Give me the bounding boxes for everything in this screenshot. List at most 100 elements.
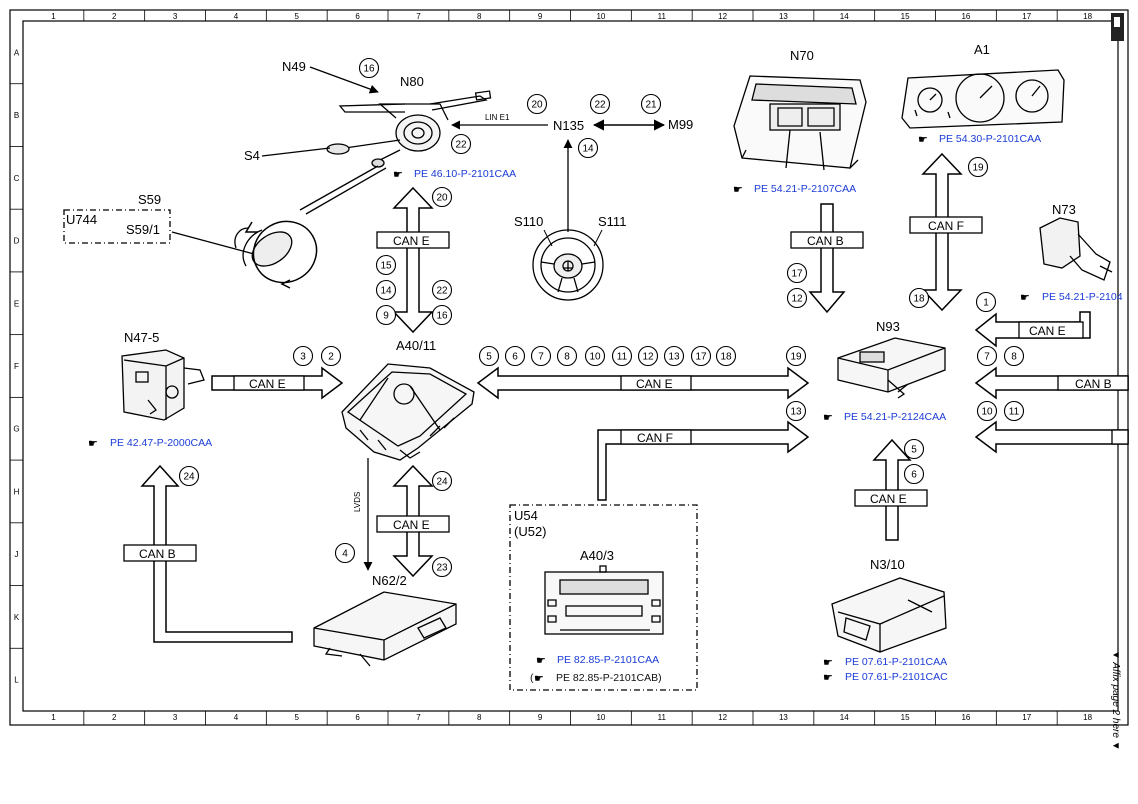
callout-circle [478,345,500,367]
callout-circle [375,279,397,301]
callout-number: 24 [183,472,195,483]
callout-number: 1 [983,298,989,309]
bus-can-e-6: CAN E [393,518,430,532]
can-e-a40-11-n93: CAN E [476,366,810,400]
ref-n80[interactable]: ☛ PE 46.10-P-2101CAA [393,168,516,181]
grid-col-label: 5 [295,12,300,21]
callout-number: 5 [486,352,492,363]
grid-col-label: 8 [477,12,482,21]
ref-n70[interactable]: ☛ PE 54.21-P-2107CAA [733,183,856,196]
callout-circle [530,345,552,367]
can-b-n70-n93: CAN B [790,203,864,314]
ref-n93[interactable]: ☛ PE 54.21-P-2124CAA [823,411,946,424]
grid-row-label: A [14,48,20,57]
can-b-n62-2-n47: CAN B [123,464,293,643]
grid-row-label: F [14,362,19,371]
n73-ignition-switch [1039,217,1113,281]
callout-circle [358,57,380,79]
bus-can-e-1: CAN E [393,234,430,248]
callout-circle [577,137,599,159]
callout-number: 19 [790,352,802,363]
callout-number: 10 [981,407,993,418]
grid-col-label: 3 [173,12,178,21]
frame: 1122334455667788991010111112121313141415… [9,9,1129,726]
ref-n3-10-a[interactable]: ☛ PE 07.61-P-2101CAA [823,656,947,669]
grid-col-label: 11 [658,713,667,722]
a1-instrument-cluster [901,69,1065,129]
callout-number: 12 [791,294,803,305]
svg-text:☛: ☛ [536,655,546,667]
callout-number: 21 [645,100,657,111]
label-n47-5: N47-5 [124,330,159,345]
grid-col-label: 18 [1083,12,1092,21]
svg-text:PE 82.85-P-2101CAB): PE 82.85-P-2101CAB) [556,672,662,684]
callout-number: 14 [582,144,594,155]
label-n49: N49 [282,59,306,74]
callout-number: 22 [594,100,606,111]
svg-text:PE 54.21-P-2124CAA: PE 54.21-P-2124CAA [844,411,946,423]
u744-box [63,209,171,244]
callout-number: 22 [436,286,448,297]
callout-circle [967,156,989,178]
ref-n3-10-b[interactable]: ☛ PE 07.61-P-2101CAC [823,671,948,684]
callout-number: 4 [342,549,348,560]
ref-a1[interactable]: ☛ PE 54.30-P-2101CAA [918,133,1041,146]
callout-circle [589,93,611,115]
ref-n73[interactable]: ☛ PE 54.21-P-2104 [1020,291,1123,304]
grid-col-label: 4 [234,12,239,21]
label-u52: (U52) [514,524,547,539]
callout-circle [526,93,548,115]
bus-can-e-3: CAN E [249,377,286,391]
grid-col-label: 12 [718,713,727,722]
callout-circle [334,542,356,564]
label-s111: S111 [598,214,626,229]
label-n62-2: N62/2 [372,573,407,588]
svg-text:☛: ☛ [733,184,743,196]
callout-number: 13 [668,352,680,363]
callout-number: 23 [436,563,448,574]
svg-text:PE 54.21-P-2104: PE 54.21-P-2104 [1042,291,1123,303]
callout-circle [976,345,998,367]
n47-5-esp-unit [121,349,205,421]
ref-a40-3-a[interactable]: ☛ PE 82.85-P-2101CAA [536,654,659,667]
callout-circle [178,465,200,487]
grid-col-label: 8 [477,713,482,722]
callout-number: 6 [911,470,917,481]
bus-can-e-2: CAN E [1029,324,1066,338]
n70-overhead-control-panel [733,75,867,171]
ref-n47[interactable]: ☛ PE 42.47-P-2000CAA [88,437,212,450]
label-m99: M99 [668,117,693,132]
label-s4: S4 [244,148,260,163]
bus-can-b-3: CAN B [139,547,176,561]
ref-a40-3-b[interactable]: ( ☛ PE 82.85-P-2101CAB) [530,672,662,685]
grid-col-label: 3 [173,713,178,722]
grid-col-label: 17 [1022,12,1031,21]
label-n3-10: N3/10 [870,557,905,572]
callout-circle [908,287,930,309]
callout-number: 15 [380,261,392,272]
bus-can-b-1: CAN B [807,234,844,248]
label-a40-11: A40/11 [396,338,436,353]
callout-circle [431,470,453,492]
callout-number: 14 [380,286,392,297]
svg-text:PE 82.85-P-2101CAA: PE 82.85-P-2101CAA [557,654,659,666]
callout-circle [903,463,925,485]
grid-col-label: 6 [355,12,360,21]
callout-number: 8 [1011,352,1017,363]
svg-text:PE 46.10-P-2101CAA: PE 46.10-P-2101CAA [414,168,516,180]
callout-circle [1003,345,1025,367]
svg-text:☛: ☛ [88,438,98,450]
grid-col-label: 15 [901,12,910,21]
a40-11-head-unit-bracket [341,363,475,461]
bus-can-b-2: CAN B [1075,377,1112,391]
callout-circle [611,345,633,367]
grid-col-label: 16 [961,713,970,722]
grid-row-label: E [14,299,19,308]
callout-circle [504,345,526,367]
callout-circle [663,345,685,367]
grid-col-label: 1 [51,713,56,722]
callout-number: 5 [911,445,917,456]
can-e-n3-10-n93: CAN E [854,438,928,541]
callout-number: 20 [531,100,543,111]
